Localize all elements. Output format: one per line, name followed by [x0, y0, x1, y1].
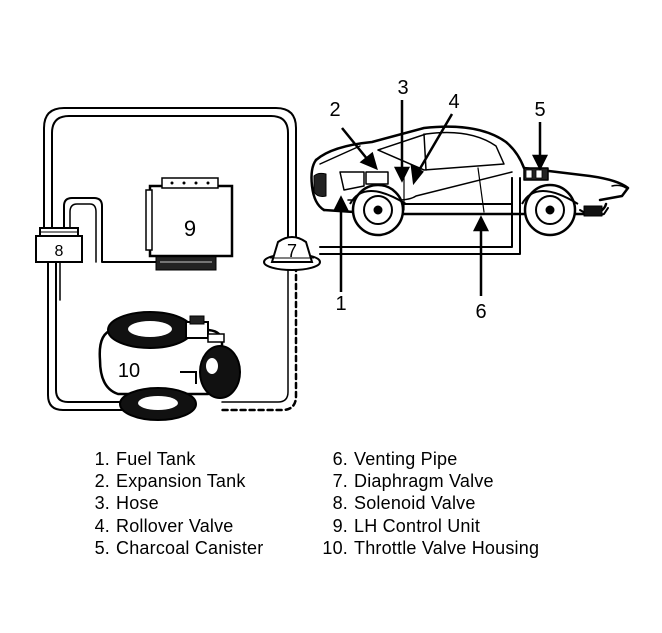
solenoid-valve: 8	[35, 227, 83, 263]
legend-item-hose: 3.Hose	[94, 493, 159, 514]
legend-item-fuel-tank: 1.Fuel Tank	[94, 449, 196, 469]
legend-item-lh-control-unit: 9.LH Control Unit	[332, 515, 481, 536]
legend-right: 6.Venting Pipe 7.Diaphragm Valve 8.Solen…	[320, 448, 539, 559]
callout-7: 7	[287, 241, 297, 261]
callout-5: 5	[534, 99, 545, 121]
callout-3: 3	[397, 77, 408, 99]
legend-item-rollover-valve: 4.Rollover Valve	[94, 515, 234, 536]
legend-item-solenoid-valve: 8.Solenoid Valve	[332, 493, 476, 514]
legend-item-diaphragm-valve: 7.Diaphragm Valve	[332, 471, 494, 492]
car-body	[310, 125, 630, 217]
schematic-hoses	[43, 107, 521, 412]
callout-2: 2	[329, 99, 340, 121]
throttle-valve-housing: 10	[98, 311, 241, 421]
car-wheels	[349, 183, 579, 237]
callout-8: 8	[55, 243, 64, 260]
lh-control-unit: 9	[145, 177, 234, 271]
legend-item-expansion-tank: 2.Expansion Tank	[94, 471, 246, 492]
callout-1: 1	[335, 293, 346, 315]
callout-9: 9	[184, 216, 196, 241]
legend-item-venting-pipe: 6.Venting Pipe	[332, 449, 458, 469]
callout-6: 6	[475, 301, 486, 323]
legend-item-charcoal-canister: 5.Charcoal Canister	[94, 537, 264, 558]
legend-item-throttle-valve-housing: 10.Throttle Valve Housing	[322, 537, 540, 558]
callout-arrows	[332, 100, 549, 296]
callout-4: 4	[448, 91, 459, 113]
callout-10: 10	[118, 360, 140, 382]
legend-left: 1.Fuel Tank 2.Expansion Tank 3.Hose 4.Ro…	[88, 448, 264, 559]
diaphragm-valve: 7	[263, 236, 321, 271]
